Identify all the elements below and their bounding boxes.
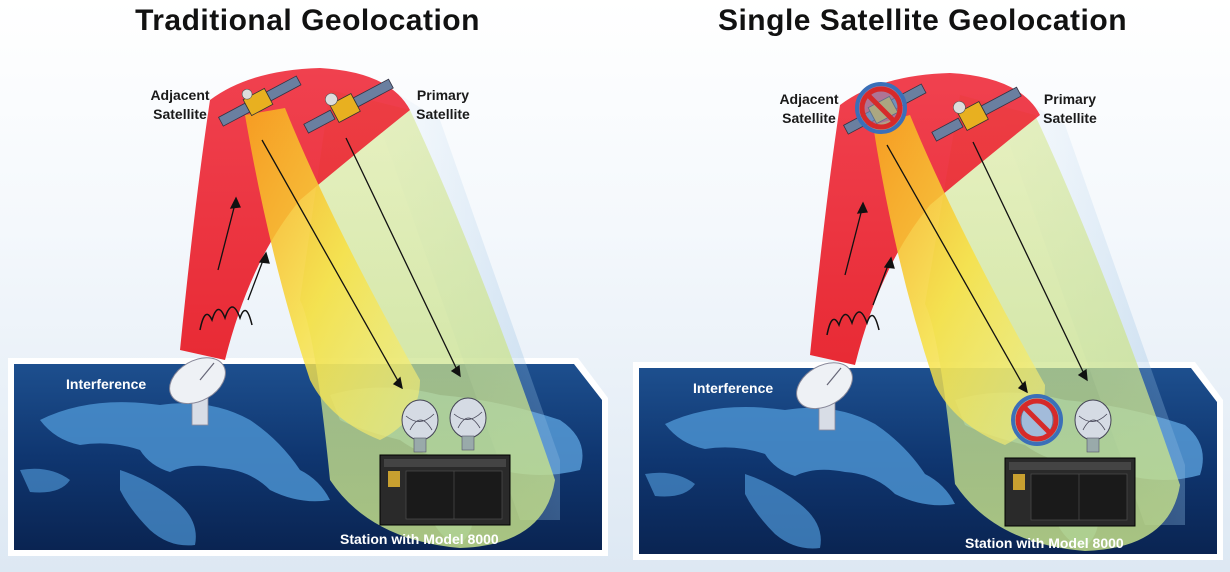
station-dish-icon xyxy=(1074,399,1112,453)
interference-dish-icon xyxy=(169,357,226,426)
station-dish-icon xyxy=(449,397,487,451)
adjacent-downlink-beam xyxy=(245,108,420,440)
interference-wave-icon xyxy=(199,306,253,331)
diagram-scene xyxy=(633,73,1223,560)
panel-title: Traditional Geolocation xyxy=(135,4,480,37)
station-dish-icon xyxy=(401,399,439,453)
station-label: Station with Model 8000 xyxy=(965,535,1124,551)
prohibited-icon xyxy=(1011,394,1063,446)
interference-uplink-beam xyxy=(180,68,410,360)
prohibited-icon xyxy=(855,82,907,134)
interference-uplink-beam xyxy=(810,73,1040,365)
adjacent-downlink-beam xyxy=(873,115,1045,445)
model-8000-chassis-icon xyxy=(1004,457,1136,527)
signal-arrows xyxy=(844,141,1088,394)
primary-satellite-label: Primary Satellite xyxy=(1043,91,1097,126)
adjacent-satellite-label: Adjacent Satellite xyxy=(150,87,210,122)
primary-satellite-label: Primary Satellite xyxy=(416,87,470,122)
diagram-scene xyxy=(14,68,602,550)
interference-dish-icon xyxy=(796,362,853,431)
primary-satellite-icon xyxy=(303,78,394,134)
primary-downlink-beam xyxy=(300,90,555,548)
station-label: Station with Model 8000 xyxy=(340,531,499,547)
signal-arrows xyxy=(217,137,461,390)
model-8000-chassis-icon xyxy=(379,454,511,526)
primary-satellite-icon xyxy=(931,86,1022,142)
traditional-geolocation-panel: Traditional Geolocation xyxy=(14,4,602,550)
interference-label: Interference xyxy=(693,380,774,396)
interference-wave-icon xyxy=(826,311,880,336)
panel-title: Single Satellite Geolocation xyxy=(717,4,1128,37)
single-satellite-geolocation-panel: Single Satellite Geolocation xyxy=(615,0,1230,572)
adjacent-satellite-icon xyxy=(218,75,302,127)
interference-label: Interference xyxy=(66,376,147,392)
adjacent-satellite-label: Adjacent Satellite xyxy=(779,91,839,126)
